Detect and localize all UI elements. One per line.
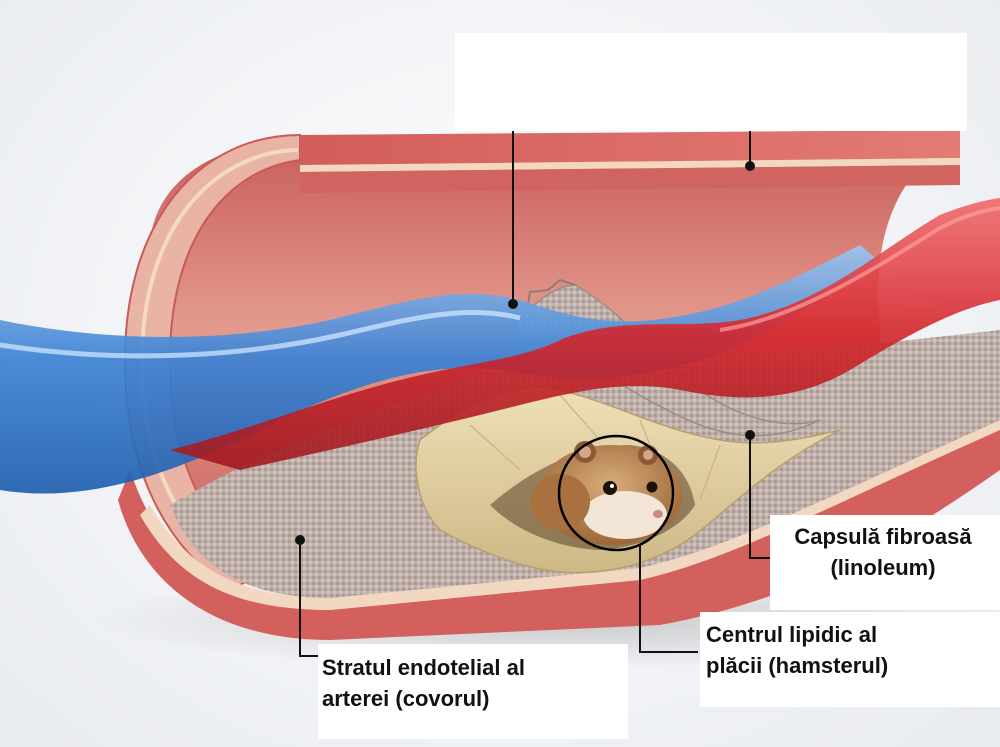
endothelial-label-bg — [318, 644, 628, 739]
leader-line-endothelial — [299, 540, 318, 657]
blank-label-area — [455, 33, 967, 131]
leader-line-fibrous-cap — [749, 435, 772, 559]
leader-line-lipid-core — [639, 545, 698, 653]
fibrous-cap-label: Capsulă fibroasă (linoleum) — [778, 521, 988, 583]
highlight-circle — [557, 434, 675, 552]
hamster-eye-left — [603, 481, 617, 495]
artery-bottom-wall-layer — [140, 420, 1000, 610]
endothelial-label: Stratul endotelial al arterei (covorul) — [322, 652, 525, 714]
leader-lines — [299, 130, 772, 657]
endothelial-line1: Stratul endotelial al — [322, 655, 525, 680]
hamster-nose — [653, 510, 663, 518]
fibrous-cap-title: Capsulă fibroasă — [794, 524, 972, 549]
blood-stream-red-highlight — [719, 206, 1000, 332]
linoleum-tiles — [469, 394, 721, 501]
artery-top-wall — [300, 130, 960, 165]
leader-dots — [295, 161, 755, 545]
hamster-eye-right — [646, 481, 658, 493]
blood-stream-red — [170, 198, 1000, 470]
fibrous-cap-label-bg — [770, 515, 1000, 610]
artery-top-wall-layer — [300, 158, 960, 172]
lipid-core-label: Centrul lipidic al plăcii (hamsterul) — [706, 619, 888, 681]
lipid-core-label-bg — [700, 612, 1000, 707]
artery-top-wall-base — [300, 165, 960, 193]
blood-stream-blue — [0, 245, 880, 494]
blood-stream-blue-highlight — [0, 309, 521, 359]
lipid-core-line2: plăcii (hamsterul) — [706, 653, 889, 678]
lipid-core-line1: Centrul lipidic al — [706, 622, 878, 647]
fibrous-cap-note: (linoleum) — [830, 555, 936, 580]
endothelial-line2: arterei (covorul) — [322, 686, 490, 711]
